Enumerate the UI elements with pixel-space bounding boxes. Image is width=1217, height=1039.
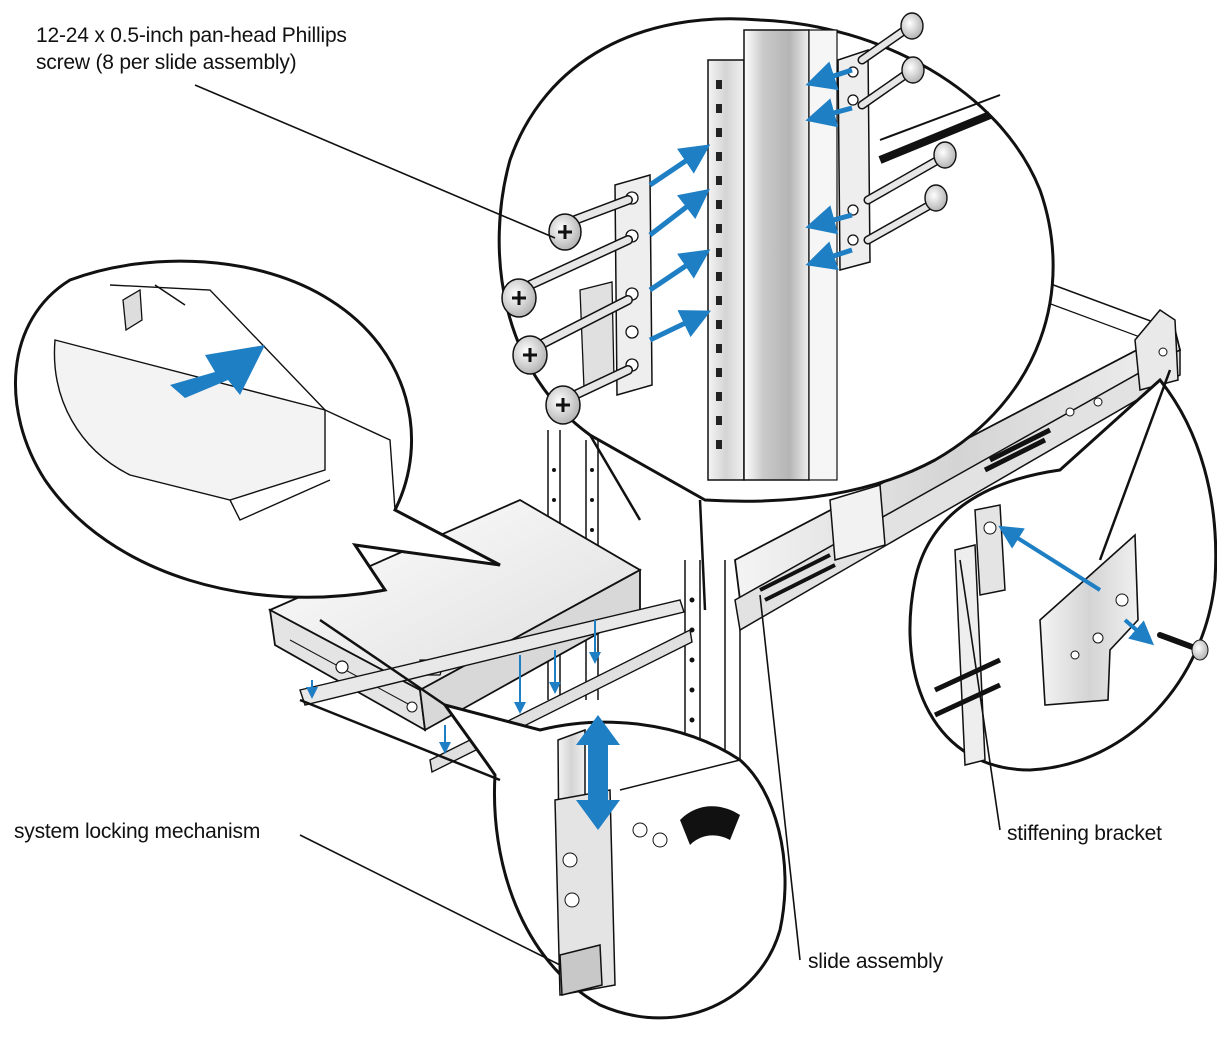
- slide-leader-line: [759, 594, 801, 961]
- screw-icon: [548, 195, 633, 251]
- magnifier-connectors: [299, 369, 1172, 782]
- screw-leader-line: [194, 84, 556, 239]
- stiffening-bracket-magnifier: [908, 377, 1217, 772]
- screw-callout-label: 12-24 x 0.5-inch pan-head Phillips screw…: [36, 22, 347, 76]
- stiffening-bracket-label: stiffening bracket: [1007, 822, 1162, 845]
- stiffening-leader-line: [959, 559, 1001, 831]
- slide-in-detail-magnifier: [13, 259, 501, 599]
- slide-rail-right: [734, 279, 1182, 632]
- slide-assembly-label: slide assembly: [808, 950, 943, 973]
- up-down-arrow-icon: [576, 715, 620, 830]
- screw-detail-magnifier: [497, 12, 1055, 503]
- screw-callout-line-2: screw (8 per slide assembly): [36, 51, 297, 74]
- leader-lines: [194, 84, 1001, 966]
- locking-mechanism-magnifier: [441, 702, 787, 1020]
- push-arrow-icon: [170, 345, 265, 398]
- locking-leader-line: [299, 834, 561, 966]
- locking-mechanism-label: system locking mechanism: [14, 820, 261, 843]
- screw-callout-line-1: 12-24 x 0.5-inch pan-head Phillips: [36, 24, 347, 47]
